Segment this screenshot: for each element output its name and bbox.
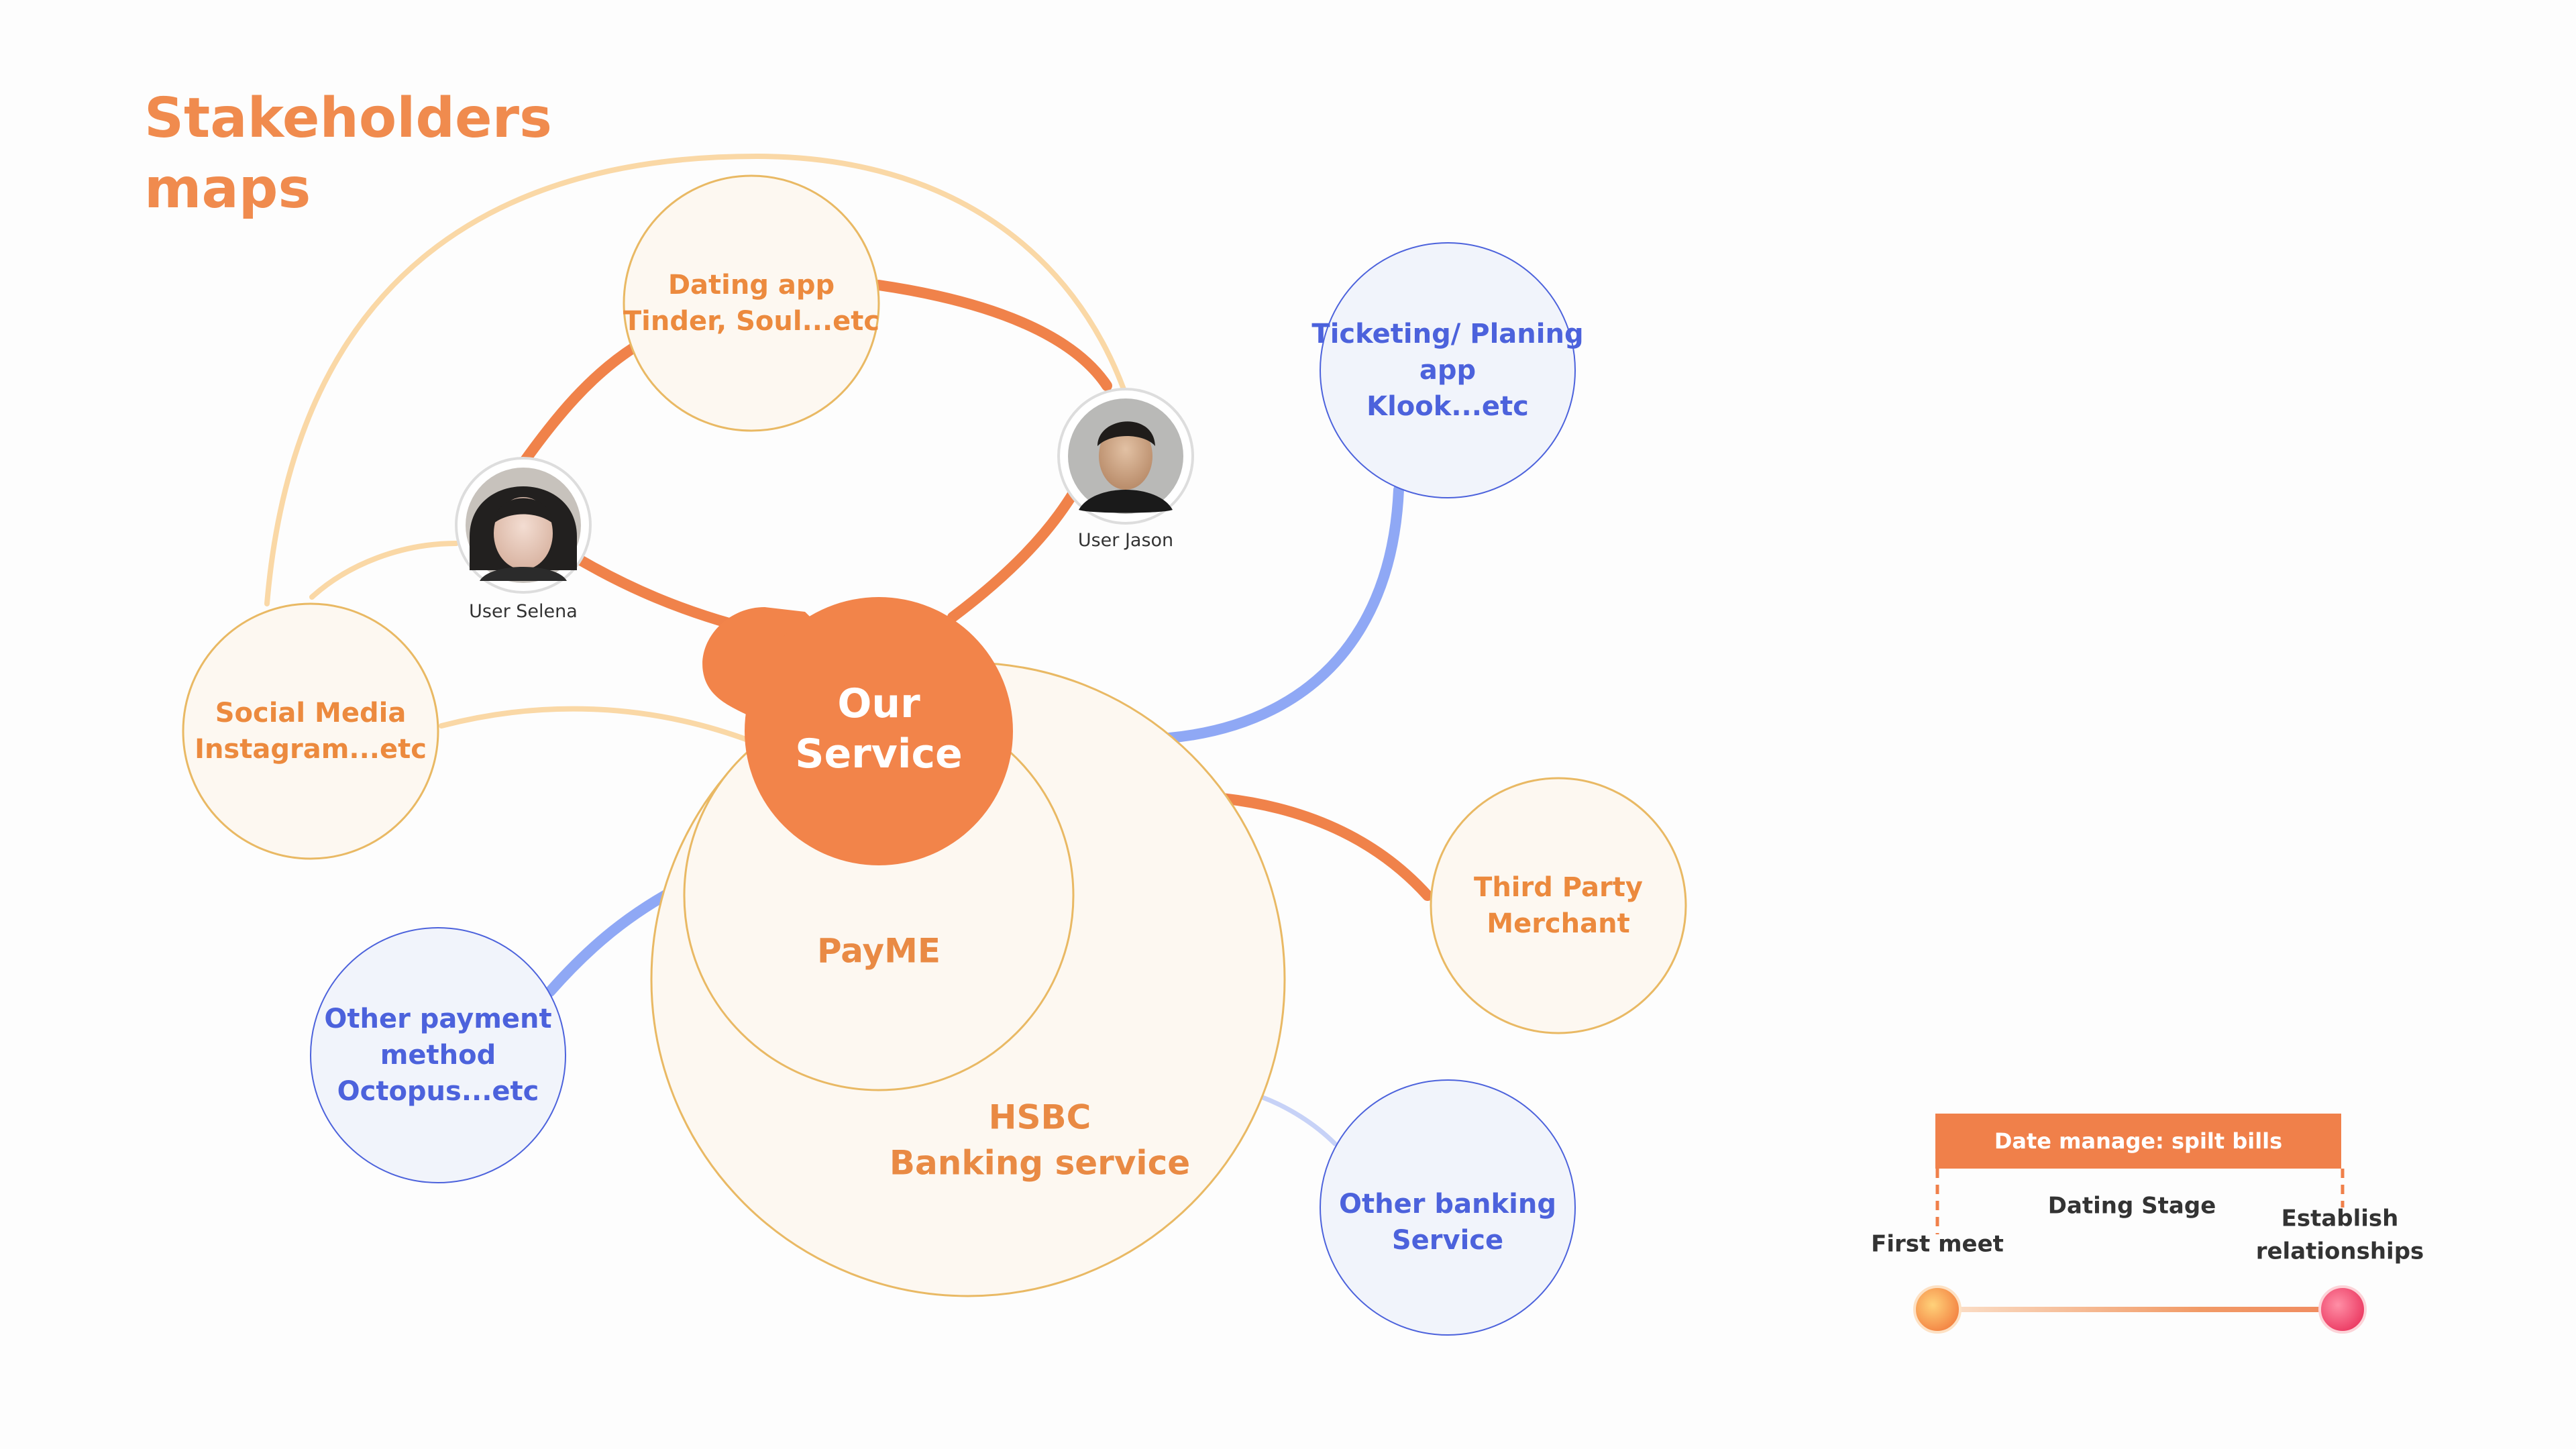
user-jason-label: User Jason: [1077, 529, 1174, 551]
our-service-blob: [745, 597, 1013, 865]
connector-selena-service: [565, 549, 737, 629]
user-jason-avatar[interactable]: [1057, 388, 1194, 525]
connector-jason-service: [947, 488, 1079, 623]
timeline-end-dot: [2318, 1285, 2367, 1334]
our-service-label: Our Service: [795, 680, 963, 777]
connector-social-selena: [309, 541, 459, 600]
connector-selena-dating: [518, 342, 639, 468]
other-payment-node[interactable]: [310, 927, 566, 1183]
payme-label: PayME: [816, 931, 941, 971]
third-party-merchant-node[interactable]: [1430, 777, 1687, 1034]
hsbc-label: HSBC Banking service: [889, 1097, 1191, 1183]
other-banking-node[interactable]: [1320, 1079, 1576, 1336]
connector-hsbc-other-banking: [1258, 1094, 1338, 1146]
our-service-node[interactable]: [702, 597, 1013, 865]
dating-app-node[interactable]: [623, 174, 880, 432]
ticketing-label: Ticketing/ Planing app Klook...etc: [1311, 319, 1584, 422]
user-selena-avatar[interactable]: [455, 457, 592, 594]
dating-app-label: Dating app Tinder, Soul...etc: [623, 270, 880, 337]
timeline-middle-label: Dating Stage: [2047, 1192, 2216, 1220]
social-media-node[interactable]: [182, 602, 439, 860]
timeline-start-label: First meet: [1871, 1230, 2004, 1258]
user-selena-label: User Selena: [469, 600, 578, 622]
connector-social-jason: [264, 153, 1126, 606]
connector-dating-jason: [873, 280, 1112, 391]
connector-social-service: [439, 706, 754, 744]
social-media-label: Social Media Instagram...etc: [195, 698, 427, 765]
timeline-end-label: Establish relationships: [2255, 1205, 2424, 1265]
timeline-track: [1937, 1307, 2343, 1312]
other-payment-label: Other payment method Octopus...etc: [324, 1004, 552, 1107]
ticketing-node[interactable]: [1320, 242, 1576, 498]
other-banking-label: Other banking Service: [1339, 1189, 1556, 1256]
timeline-start-dot: [1913, 1285, 1962, 1334]
page-title: Stakeholders maps: [144, 87, 552, 221]
third-party-label: Third Party Merchant: [1474, 872, 1643, 939]
timeline-banner: Date manage: spilt bills: [1935, 1114, 2341, 1169]
